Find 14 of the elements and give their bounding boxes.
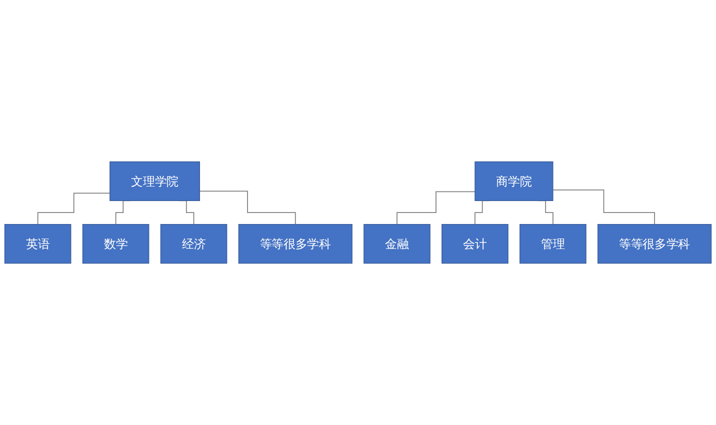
node-box: 英语 bbox=[4, 224, 72, 264]
connector bbox=[37, 192, 110, 225]
node-box: 管理 bbox=[520, 224, 586, 264]
node-box: 等等很多学科 bbox=[598, 224, 712, 264]
connector bbox=[396, 191, 476, 225]
node-box: 商学院 bbox=[474, 161, 554, 201]
node-box: 经济 bbox=[160, 224, 228, 264]
node-box: 文理学院 bbox=[110, 161, 200, 201]
node-box: 数学 bbox=[82, 224, 150, 264]
node-box: 金融 bbox=[364, 224, 430, 264]
connector bbox=[199, 190, 296, 225]
node-box: 等等很多学科 bbox=[238, 224, 352, 264]
node-box: 会计 bbox=[442, 224, 508, 264]
connector bbox=[552, 189, 655, 225]
